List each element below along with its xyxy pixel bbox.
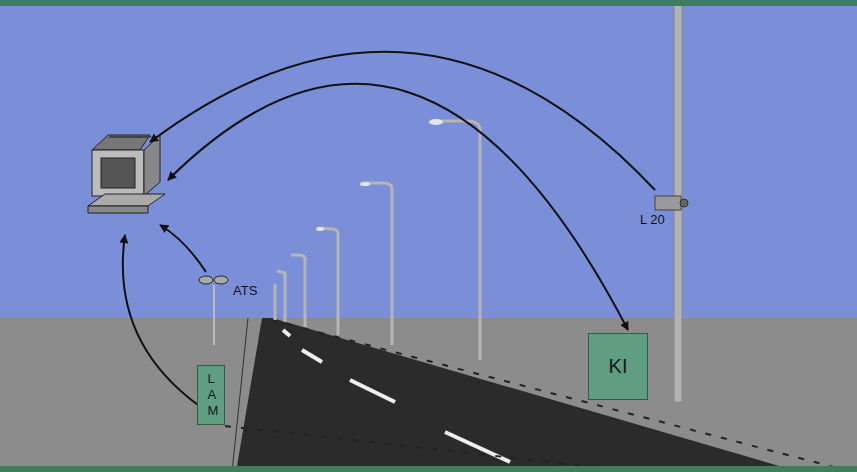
node-text: KI (609, 355, 628, 378)
lam-cabinet: LAM (197, 365, 225, 425)
sky (0, 0, 857, 318)
ats-sensor (199, 276, 228, 345)
dashed-line (225, 426, 640, 472)
node-text: LAM (207, 371, 214, 420)
dashed-edge (272, 320, 845, 470)
camera (655, 196, 688, 210)
light-poles (275, 121, 480, 360)
road (236, 318, 800, 472)
frame-top (0, 0, 857, 6)
ground (0, 318, 857, 472)
camera-label: L 20 (640, 212, 665, 227)
lane-marks (283, 330, 510, 462)
ki-sign: KI (588, 333, 648, 400)
computer (88, 135, 165, 213)
road-edge (232, 318, 248, 472)
lamps (316, 119, 443, 231)
sensor-label: ATS (233, 283, 257, 298)
data-arrows (123, 52, 655, 405)
frame-bottom (0, 466, 857, 472)
